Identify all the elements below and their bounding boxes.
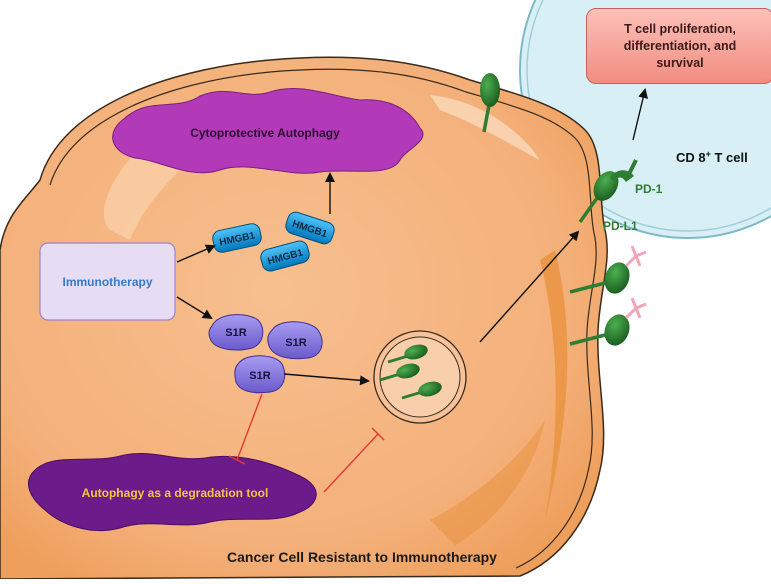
membrane-receptor-top [480, 73, 500, 133]
cd8-sup: + [706, 149, 711, 159]
s1r-label: S1R [225, 327, 246, 339]
arrow-vesicle-to-membrane [479, 230, 580, 343]
tcell-outcome-box [586, 8, 771, 84]
vesicle-pdl1-protein [401, 381, 442, 400]
pdl1-antibody-bound [569, 245, 647, 294]
degradation-autophagy-label: Autophagy as a degradation tool [82, 486, 269, 500]
arrow-immuno-to-s1r [176, 296, 213, 320]
s1r-molecule: S1R [267, 321, 323, 360]
cytoprotective-autophagy-shape [112, 88, 424, 174]
s1r-group: S1R S1R S1R [208, 314, 323, 394]
degradation-autophagy-shape [27, 453, 317, 532]
s1r-molecule: S1R [208, 314, 264, 351]
vesicle-pdl1-protein [387, 344, 428, 364]
cytoprotective-autophagy-label: Cytoprotective Autophagy [190, 126, 340, 140]
vesicle-pdl1-protein [379, 363, 420, 382]
antibody-icon [624, 245, 647, 268]
inhibit-degradation-to-vesicle [323, 433, 379, 493]
cd8-suffix: T cell [711, 150, 748, 165]
arrow-s1r-to-vesicle [283, 373, 370, 386]
s1r-label: S1R [285, 337, 306, 349]
pdl1-vesicle [373, 330, 467, 424]
pd1-label: PD-1 [635, 182, 663, 196]
cd8-prefix: CD 8 [676, 150, 706, 165]
arrow-pd1-to-outcome [632, 88, 648, 141]
tcell-outcome-text: T cell proliferation, differentiation, a… [586, 8, 771, 84]
arrow-immuno-to-hmgb1 [176, 244, 216, 263]
cancer-cell [0, 56, 608, 580]
pdl1-antibody-bound [569, 297, 647, 346]
inhibition-lines [228, 393, 385, 493]
hmgb1-molecule: HMGB1 [212, 223, 262, 253]
inhibit-s1r-to-degradation [236, 393, 263, 461]
hmgb1-molecule: HMGB1 [285, 211, 335, 245]
pdl1-pd1-complex [578, 159, 638, 224]
tcell-outcome-label: T cell proliferation, differentiation, a… [623, 21, 737, 70]
s1r-label: S1R [249, 370, 270, 382]
immunotherapy-label: Immunotherapy [62, 274, 153, 289]
pdl1-label: PD-L1 [603, 219, 638, 233]
cancer-cell-title: Cancer Cell Resistant to Immunotherapy [227, 549, 497, 565]
hmgb1-molecule: HMGB1 [260, 240, 310, 272]
antibody-icon [624, 297, 647, 320]
cd8-tcell-label: CD 8+ T cell [676, 149, 748, 165]
hmgb1-group: HMGB1 HMGB1 HMGB1 [212, 211, 335, 272]
immunotherapy-box [39, 242, 176, 321]
immunotherapy-label-wrap: Immunotherapy [40, 243, 175, 320]
s1r-molecule: S1R [234, 355, 286, 394]
activation-arrows [176, 88, 648, 386]
